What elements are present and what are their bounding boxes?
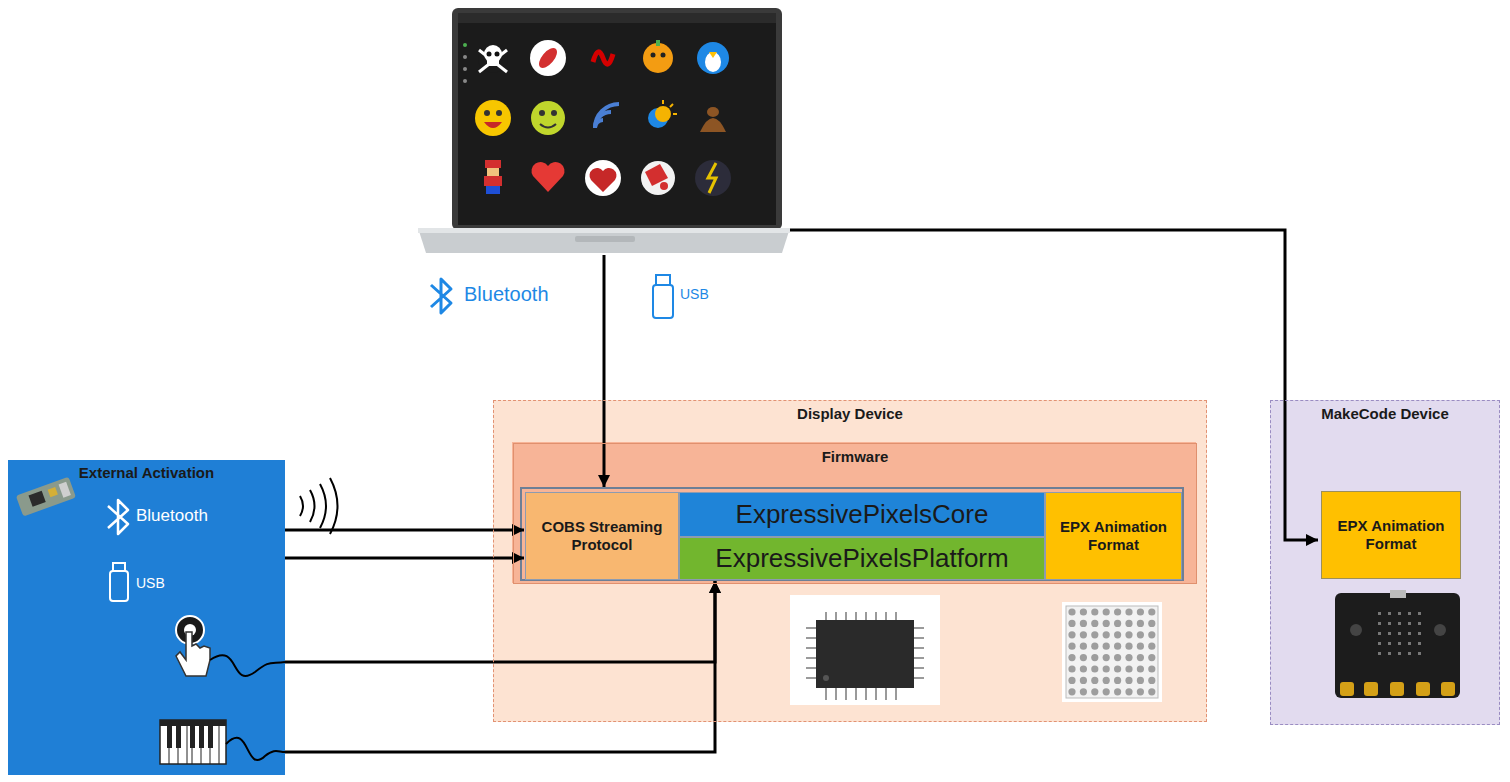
link-label: Bluetooth xyxy=(464,283,549,306)
cable xyxy=(210,655,285,676)
format-box: EPX Animation Format xyxy=(1321,491,1461,579)
microcontroller-chip xyxy=(790,595,940,705)
link-label: USB xyxy=(680,286,709,302)
box-label: ExpressivePixelsPlatform xyxy=(715,543,1008,574)
stream-wire xyxy=(603,255,606,487)
group-title: Display Device xyxy=(494,401,1206,422)
usb-icon xyxy=(110,563,128,601)
cable xyxy=(226,738,285,760)
library-box: ExpressivePixelsPlatform xyxy=(679,537,1045,580)
box-label: EPX Animation Format xyxy=(1050,518,1177,554)
device-group: Display DeviceFirmwareCOBS Streaming Pro… xyxy=(493,400,1207,722)
led-matrix xyxy=(1062,602,1162,702)
connector-arrow xyxy=(285,557,524,560)
laptop-illustration xyxy=(418,8,790,253)
firmware-group: FirmwareCOBS Streaming ProtocolExpressiv… xyxy=(513,443,1197,584)
display-panel xyxy=(493,400,1207,722)
bluetooth-icon xyxy=(108,500,128,534)
connector-arrow xyxy=(285,529,524,532)
board-icon xyxy=(16,477,76,517)
microbit-board xyxy=(1335,590,1460,698)
box-label: ExpressivePixelsCore xyxy=(736,499,989,530)
library-box: ExpressivePixelsCore xyxy=(679,492,1045,537)
device-group: MakeCode DeviceEPX Animation Format xyxy=(1270,400,1500,725)
piano-icon xyxy=(160,720,226,764)
box-label: EPX Animation Format xyxy=(1326,517,1456,553)
touch-button-icon xyxy=(176,616,210,676)
firmware-panel xyxy=(512,442,1196,583)
protocol-box: COBS Streaming Protocol xyxy=(525,492,679,580)
connector-arrow xyxy=(285,581,715,662)
firmware-row-frame xyxy=(521,488,1183,580)
usb-icon xyxy=(653,275,673,318)
makecode-panel xyxy=(1270,400,1500,725)
input-label: Bluetooth xyxy=(136,506,208,526)
group-title: External Activation xyxy=(8,460,285,481)
activation-panel xyxy=(8,460,285,775)
input-label: USB xyxy=(136,575,165,591)
format-box: EPX Animation Format xyxy=(1045,492,1182,580)
group-title: Firmware xyxy=(514,444,1196,465)
bluetooth-icon xyxy=(431,279,451,313)
connector-arrow xyxy=(285,581,715,752)
box-label: COBS Streaming Protocol xyxy=(530,518,674,554)
group-title: MakeCode Device xyxy=(1271,401,1499,422)
wireless-waves xyxy=(300,478,338,534)
